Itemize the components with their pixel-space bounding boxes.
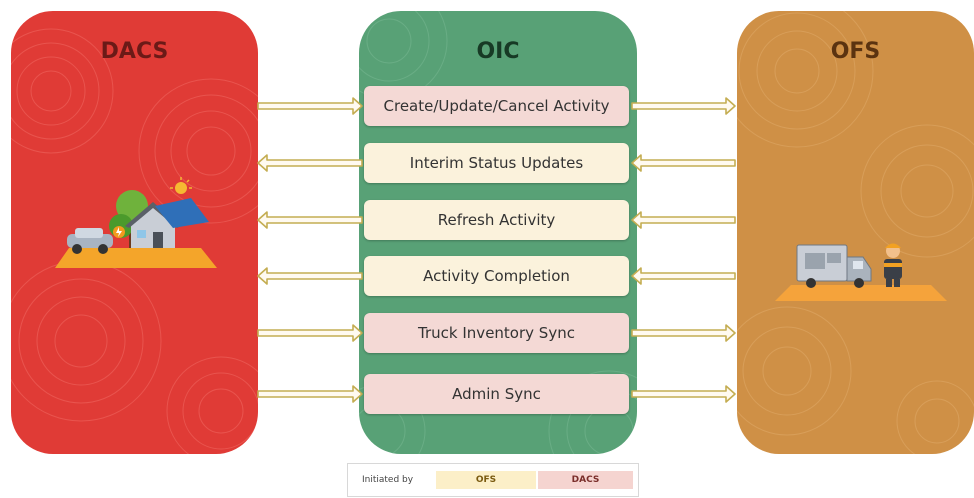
flow-arrow-right xyxy=(257,385,363,403)
house-with-solar-and-ev-icon xyxy=(55,177,217,268)
flow-box-interim-status-updates: Interim Status Updates xyxy=(364,143,629,183)
flow-box-create-update-cancel-activity: Create/Update/Cancel Activity xyxy=(364,86,629,126)
flow-label: Truck Inventory Sync xyxy=(418,324,575,342)
flow-label: Create/Update/Cancel Activity xyxy=(383,97,610,115)
legend-swatch-dacs: DACS xyxy=(538,471,633,489)
flow-box-activity-completion: Activity Completion xyxy=(364,256,629,296)
service-truck-and-technician-icon xyxy=(775,243,947,301)
flow-box-truck-inventory-sync: Truck Inventory Sync xyxy=(364,313,629,353)
flow-arrow-left xyxy=(631,267,736,285)
flow-box-refresh-activity: Refresh Activity xyxy=(364,200,629,240)
flow-arrow-right xyxy=(631,385,736,403)
flow-arrow-left xyxy=(257,154,363,172)
dacs-title: DACS xyxy=(100,39,169,64)
flow-arrow-right xyxy=(257,97,363,115)
legend-swatch-ofs: OFS xyxy=(436,471,536,489)
flow-label: Admin Sync xyxy=(452,385,541,403)
flow-arrow-left xyxy=(257,211,363,229)
flow-box-admin-sync: Admin Sync xyxy=(364,374,629,414)
flow-arrow-right xyxy=(631,324,736,342)
swirl-texture xyxy=(11,28,258,454)
flow-label: Interim Status Updates xyxy=(409,154,584,172)
flow-label: Activity Completion xyxy=(423,267,570,285)
legend-label: Initiated by xyxy=(362,475,414,485)
flow-arrow-left xyxy=(631,154,736,172)
flow-arrow-left xyxy=(631,211,736,229)
dacs-panel: DACS xyxy=(11,11,258,454)
swirl-texture xyxy=(737,11,974,454)
legend: Initiated by OFS DACS xyxy=(347,463,639,497)
ofs-title: OFS xyxy=(830,39,881,64)
oic-title: OIC xyxy=(476,39,520,64)
flow-arrow-right xyxy=(257,324,363,342)
flow-arrow-right xyxy=(631,97,736,115)
ofs-panel: OFS xyxy=(737,11,974,454)
flow-label: Refresh Activity xyxy=(437,211,556,229)
flow-arrow-left xyxy=(257,267,363,285)
